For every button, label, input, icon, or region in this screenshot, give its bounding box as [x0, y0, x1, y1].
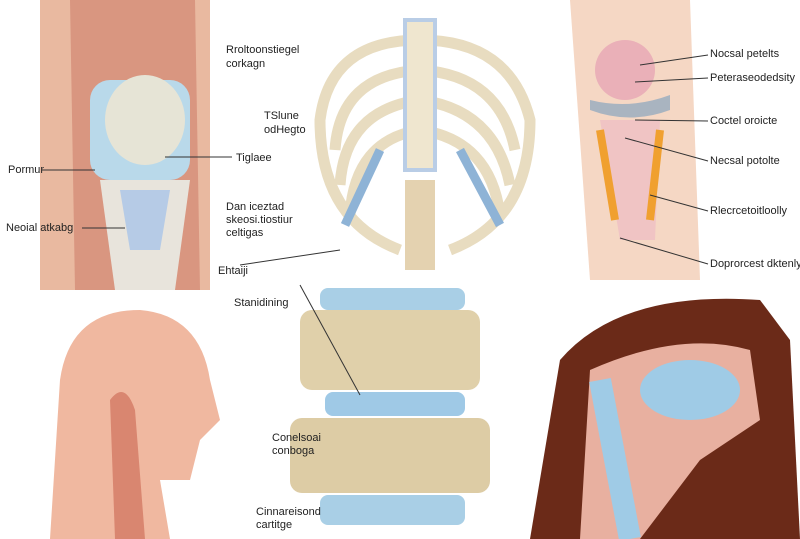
- label-rib-top-2: corkagn: [226, 58, 266, 70]
- label-right-6: Doprorcest dktenly: [710, 258, 800, 270]
- label-right-5: Rlecrcetoitloolly: [710, 205, 788, 217]
- label-knee-cartilage: Neoial atkabg: [6, 222, 74, 234]
- label-femur: Pormur: [8, 164, 45, 176]
- label-ehtaiji: Ehtaiji: [218, 265, 248, 277]
- label-right-1: Nocsal petelts: [710, 48, 780, 60]
- label-right-3: Coctel oroicte: [710, 115, 778, 127]
- label-spine-2a: Cinnareisond: [256, 506, 321, 518]
- head-section-illustration: [530, 298, 800, 539]
- label-tissue-1: TSlune: [264, 110, 299, 122]
- label-tissue: Tiglaee: [236, 152, 272, 164]
- label-spine-2b: cartitge: [256, 519, 293, 531]
- label-spine-1a: Conelsoai: [272, 432, 321, 444]
- leg-illustration: [570, 0, 700, 280]
- leader-lines: [42, 54, 709, 396]
- label-mid-2: skeosi.tiostiur: [226, 214, 293, 226]
- rib-cage-illustration: [314, 18, 536, 270]
- label-standing: Stanidining: [234, 297, 289, 309]
- label-spine-1b: conboga: [272, 445, 315, 457]
- label-tissue-2: odHegto: [264, 124, 306, 136]
- label-right-2: Peteraseodedsity: [710, 72, 795, 84]
- vertebrae-illustration: [290, 288, 490, 525]
- label-rib-top-1: Rroltoonstiegel: [226, 44, 300, 56]
- label-mid-1: Dan iceztad: [226, 201, 285, 213]
- knee-illustration: [40, 0, 210, 290]
- head-profile-illustration: [50, 310, 220, 539]
- label-mid-3: celtigas: [226, 227, 264, 239]
- label-right-4: Necsal potolte: [710, 155, 780, 167]
